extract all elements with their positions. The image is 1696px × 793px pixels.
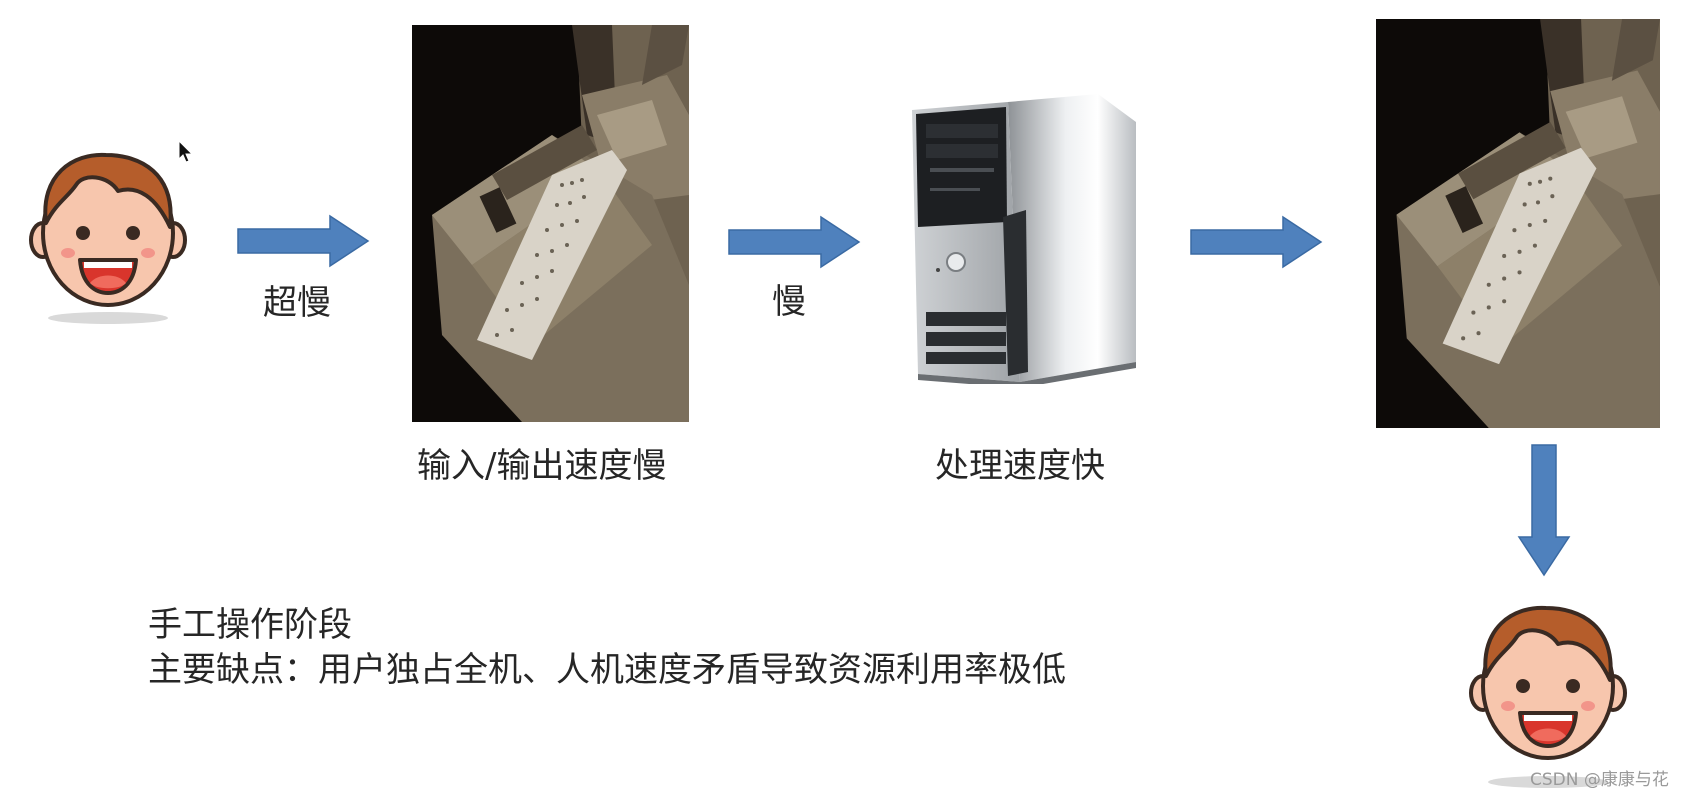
arrow-label-slow: 慢: [772, 274, 806, 323]
user-face-icon: [1468, 598, 1628, 788]
csdn-watermark: CSDN @康康与花: [1530, 765, 1669, 790]
right-arrow-icon: [236, 214, 370, 268]
right-arrow-icon: [1189, 215, 1323, 269]
punched-card-machine-image: [1376, 19, 1660, 428]
arrow-label-very-slow: 超慢: [263, 275, 331, 324]
stage-notes: 手工操作阶段 主要缺点：用户独占全机、人机速度矛盾导致资源利用率极低: [148, 603, 1066, 693]
user-face-icon: [28, 145, 188, 325]
down-arrow-icon: [1517, 443, 1571, 577]
io-caption: 输入/输出速度慢: [417, 438, 666, 487]
mouse-pointer-icon: [178, 140, 194, 164]
punched-card-machine-image: [412, 25, 689, 422]
stage-drawback: 主要缺点：用户独占全机、人机速度矛盾导致资源利用率极低: [148, 648, 1066, 693]
right-arrow-icon: [727, 215, 861, 269]
computer-tower-image: [908, 92, 1136, 384]
cpu-caption: 处理速度快: [935, 438, 1105, 487]
stage-title: 手工操作阶段: [148, 603, 1066, 648]
